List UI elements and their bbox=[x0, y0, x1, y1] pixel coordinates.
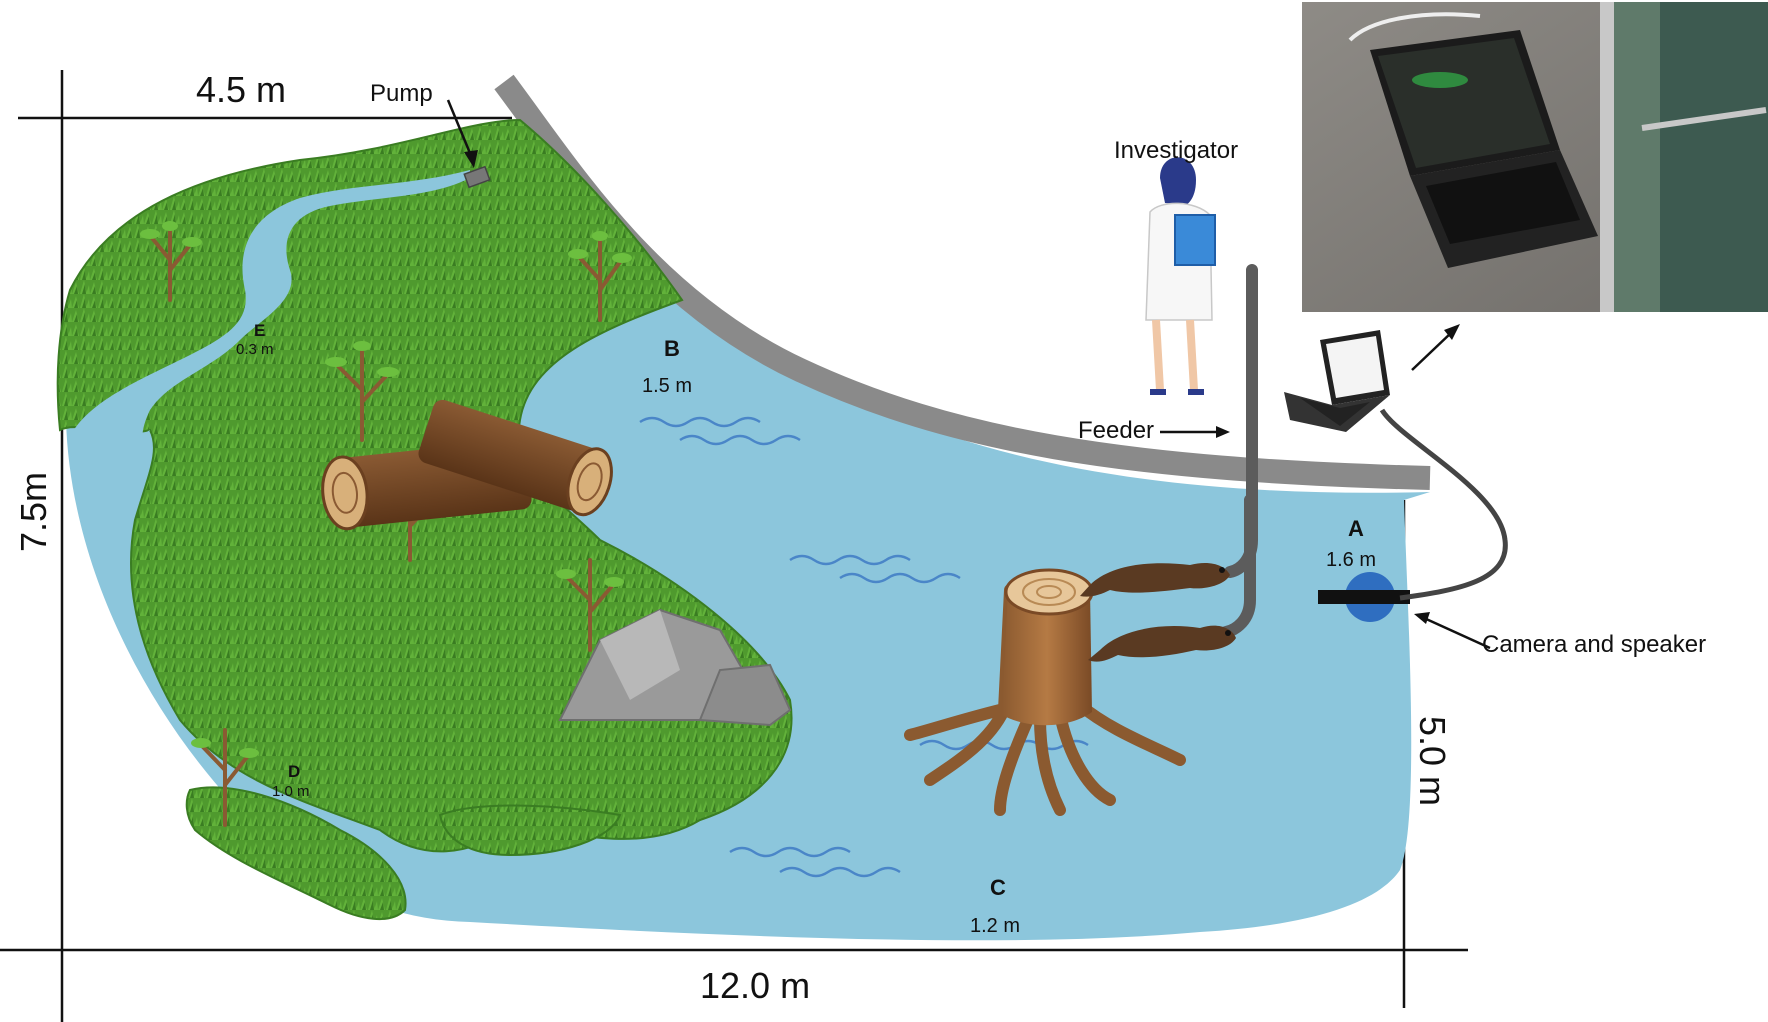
zone-a-depth: 1.6 m bbox=[1326, 549, 1376, 571]
camera-speaker bbox=[1318, 572, 1410, 622]
zone-a-letter: A bbox=[1348, 516, 1364, 541]
zone-e-letter: E bbox=[254, 321, 265, 340]
camera-speaker-label: Camera and speaker bbox=[1482, 631, 1706, 658]
arrows bbox=[446, 99, 1491, 650]
zone-b-letter: B bbox=[664, 336, 680, 361]
zone-b-depth: 1.5 m bbox=[642, 375, 692, 397]
tree-stump bbox=[904, 568, 1186, 816]
logs bbox=[321, 399, 613, 531]
investigator-label: Investigator bbox=[1114, 137, 1238, 164]
rocks bbox=[558, 608, 792, 727]
top-width-label: 4.5 m bbox=[196, 69, 286, 110]
zone-c-letter: C bbox=[990, 875, 1006, 900]
camera-cable bbox=[1379, 408, 1508, 601]
feeder-label: Feeder bbox=[1078, 417, 1154, 444]
pump-label: Pump bbox=[370, 80, 433, 107]
zone-c-depth: 1.2 m bbox=[970, 915, 1020, 937]
photo-inset bbox=[1302, 2, 1768, 312]
zone-d-depth: 1.0 m bbox=[272, 783, 310, 800]
laptop-icon bbox=[1284, 330, 1390, 432]
bottom-width-label: 12.0 m bbox=[700, 965, 810, 1006]
right-height-label: 5.0 m bbox=[1412, 716, 1453, 806]
left-height-label: 7.5m bbox=[13, 472, 54, 552]
otters bbox=[1080, 563, 1236, 662]
pump-device bbox=[463, 165, 491, 189]
water-waves bbox=[639, 416, 1089, 878]
stream bbox=[70, 170, 470, 440]
investigator-figure bbox=[1145, 157, 1216, 395]
zone-d-letter: D bbox=[288, 762, 300, 781]
zone-e-depth: 0.3 m bbox=[236, 341, 274, 358]
